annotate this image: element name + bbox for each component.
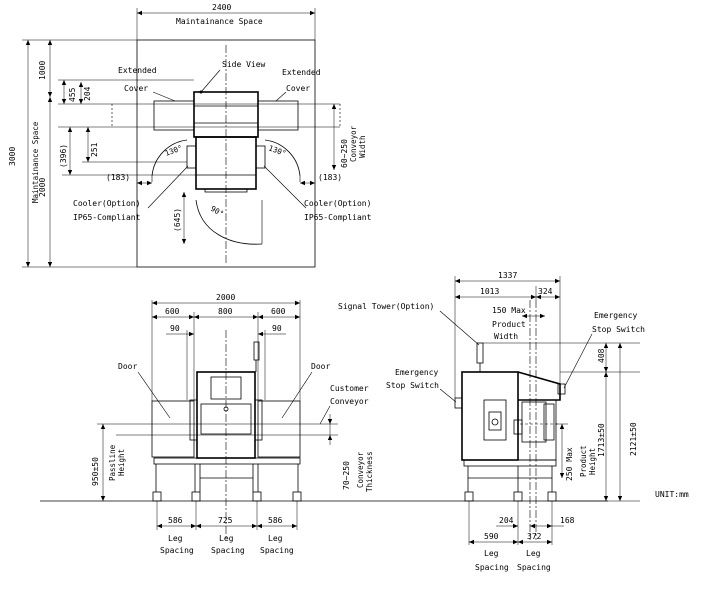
cooler-right bbox=[255, 145, 266, 169]
spacing-label-1: Spacing bbox=[160, 546, 194, 555]
side-leg-label-2: Leg bbox=[526, 549, 541, 558]
dim-1713: 1713±50 bbox=[597, 423, 606, 457]
maintenance-space-label: Maintainance Space bbox=[176, 17, 263, 26]
angle-130-right: 130° bbox=[267, 143, 287, 158]
product-width-label-1: Product bbox=[492, 320, 526, 329]
leg-label-2: Leg bbox=[219, 534, 234, 543]
leg-168: 168 bbox=[560, 516, 575, 525]
unit-label: UNIT:mm bbox=[655, 490, 689, 499]
maintenance-area bbox=[136, 39, 316, 268]
dim-2400: 2400 bbox=[212, 3, 231, 12]
side-view: 1337 1013 324 150 Max Product Width Sign… bbox=[338, 271, 689, 572]
dim-204: 204 bbox=[83, 86, 92, 101]
maintenance-space-left-label: Maintainance Space bbox=[31, 121, 40, 203]
dim-90-left: 90 bbox=[170, 324, 180, 333]
dim-1000: 1000 bbox=[38, 61, 47, 80]
spacing-label-2: Spacing bbox=[211, 546, 245, 555]
leg-204: 204 bbox=[499, 516, 514, 525]
emergency-left-1: Emergency bbox=[395, 368, 439, 377]
emergency-right-1: Emergency bbox=[594, 311, 638, 320]
conveyor-thickness-label-1: Conveyor bbox=[356, 451, 365, 488]
leg-586-left: 586 bbox=[168, 516, 183, 525]
leg-label-3: Leg bbox=[268, 534, 283, 543]
conveyor-width-label-2: Width bbox=[358, 135, 367, 158]
passline-label-1: Passline bbox=[108, 444, 117, 481]
ip65-right: IP65-Compliant bbox=[304, 213, 372, 222]
cooler-left bbox=[186, 145, 197, 169]
dim-600-left: 600 bbox=[165, 307, 180, 316]
customer-conveyor-label-1: Customer bbox=[330, 384, 369, 393]
product-height-label-1: Product bbox=[579, 445, 588, 477]
leg-590: 590 bbox=[484, 532, 499, 541]
dim-251: 251 bbox=[90, 142, 99, 157]
spacing-label-3: Spacing bbox=[260, 546, 294, 555]
cooler-option-right: Cooler(Option) bbox=[304, 199, 371, 208]
conveyor-thickness-value: 70~250 bbox=[342, 461, 351, 490]
customer-conveyor-label-2: Conveyor bbox=[330, 397, 369, 406]
side-leg-label-1: Leg bbox=[484, 549, 499, 558]
dim-2121: 2121±50 bbox=[629, 422, 638, 456]
front-cover-left bbox=[151, 400, 195, 458]
conveyor-width-label-1: Conveyor bbox=[349, 125, 358, 162]
angle-90-bottom: 90° bbox=[209, 204, 225, 219]
leg-586-right: 586 bbox=[268, 516, 283, 525]
passline-value: 950±50 bbox=[91, 457, 100, 486]
extended-cover-left-1: Extended bbox=[118, 66, 157, 75]
dim-1013: 1013 bbox=[480, 287, 499, 296]
side-view-label: Side View bbox=[222, 60, 266, 69]
dim-396: (396) bbox=[59, 144, 68, 168]
dim-60-250: 60~250 bbox=[340, 139, 349, 168]
max-150: 150 Max bbox=[492, 306, 526, 315]
door-left-label: Door bbox=[118, 362, 137, 371]
angle-130-left: 130° bbox=[164, 143, 184, 158]
leg-372: 372 bbox=[527, 532, 542, 541]
side-spacing-label-2: Spacing bbox=[517, 563, 551, 572]
extended-cover-left-2: Cover bbox=[124, 84, 148, 93]
dim-455: 455 bbox=[68, 87, 77, 102]
leg-725: 725 bbox=[218, 516, 233, 525]
dim-90-right: 90 bbox=[272, 324, 282, 333]
passline-label-2: Height bbox=[117, 449, 126, 476]
dim-3000: 3000 bbox=[8, 147, 17, 166]
product-width-label-2: Width bbox=[494, 332, 518, 341]
ip65-left: IP65-Compliant bbox=[73, 213, 141, 222]
dim-800: 800 bbox=[218, 307, 233, 316]
front-cover-right bbox=[257, 400, 301, 458]
dim-324: 324 bbox=[538, 287, 553, 296]
emergency-left-2: Stop Switch bbox=[386, 381, 439, 390]
dim-600-right: 600 bbox=[271, 307, 286, 316]
door-right-label: Door bbox=[311, 362, 330, 371]
conveyor-thickness-label-2: Thickness bbox=[365, 451, 374, 492]
dim-183-right: (183) bbox=[318, 173, 342, 182]
side-cabinet bbox=[461, 371, 519, 461]
side-spacing-label-1: Spacing bbox=[475, 563, 509, 572]
cooler-option-left: Cooler(Option) bbox=[73, 199, 140, 208]
dim-1337: 1337 bbox=[498, 271, 517, 280]
dim-front-2000: 2000 bbox=[216, 293, 235, 302]
emergency-right-2: Stop Switch bbox=[592, 325, 645, 334]
dim-183-left: (183) bbox=[106, 173, 130, 182]
dim-2000: 2000 bbox=[38, 178, 47, 197]
product-height-label-2: Height bbox=[588, 448, 597, 475]
signal-tower-label: Signal Tower(Option) bbox=[338, 302, 434, 311]
front-view: 2000 600 800 600 90 90 Door Door Custome… bbox=[40, 293, 608, 555]
top-view: 2400 Maintainance Space 130° 130° 90 bbox=[8, 3, 372, 268]
extended-cover-right-2: Cover bbox=[286, 84, 310, 93]
dim-645: (645) bbox=[173, 208, 182, 232]
max-250: 250 Max bbox=[565, 447, 574, 481]
dim-408: 408 bbox=[597, 348, 606, 363]
leg-label-1: Leg bbox=[168, 534, 183, 543]
extended-cover-right-1: Extended bbox=[282, 68, 321, 77]
